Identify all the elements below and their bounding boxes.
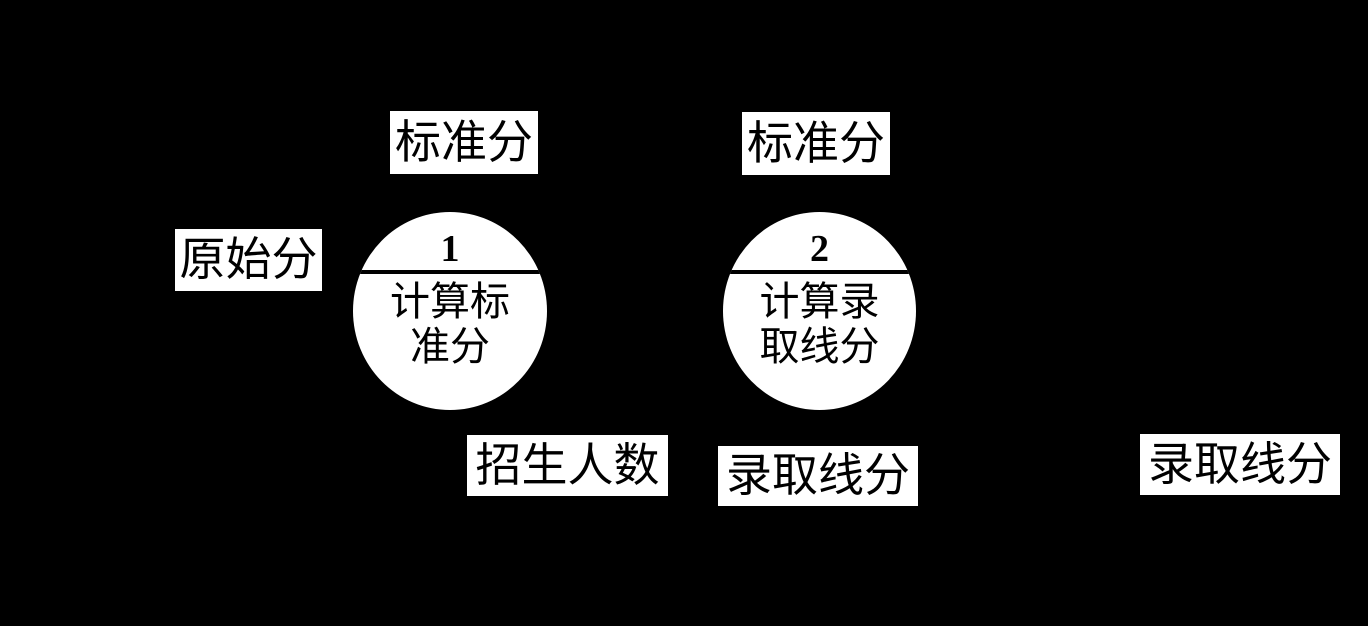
flow-label-standard-score-2-text: 标准分 [747, 117, 885, 169]
flow-label-cutoff-score-middle: 录取线分 [718, 446, 918, 506]
process-2-label-line-1: 计算录 [759, 279, 880, 324]
process-1-number: 1 [440, 228, 460, 270]
process-2-divider [723, 270, 916, 274]
flow-label-raw-score: 原始分 [175, 229, 322, 291]
process-circle-1[interactable]: 1 计算标 准分 [353, 212, 547, 410]
flow-label-standard-score-1-text: 标准分 [395, 116, 533, 168]
flow-label-standard-score-1: 标准分 [390, 111, 538, 174]
process-2-number: 2 [810, 228, 829, 270]
flow-label-raw-score-text: 原始分 [179, 234, 318, 285]
process-1-label-line-1: 计算标 [390, 279, 510, 324]
flow-label-cutoff-score-right-text: 录取线分 [1148, 438, 1332, 490]
flow-label-standard-score-2: 标准分 [742, 112, 890, 175]
flow-label-cutoff-score-middle-text: 录取线分 [726, 450, 910, 501]
flow-label-enrollment-count: 招生人数 [467, 435, 668, 496]
process-1-label: 计算标 准分 [353, 274, 547, 370]
process-2-label: 计算录 取线分 [723, 274, 916, 370]
process-2-label-line-2: 取线分 [759, 323, 880, 369]
process-1-divider [353, 270, 547, 274]
flow-label-cutoff-score-right: 录取线分 [1140, 434, 1340, 495]
process-1-label-line-2: 准分 [410, 323, 490, 369]
process-circle-2[interactable]: 2 计算录 取线分 [723, 212, 916, 410]
flow-label-enrollment-count-text: 招生人数 [475, 439, 660, 491]
